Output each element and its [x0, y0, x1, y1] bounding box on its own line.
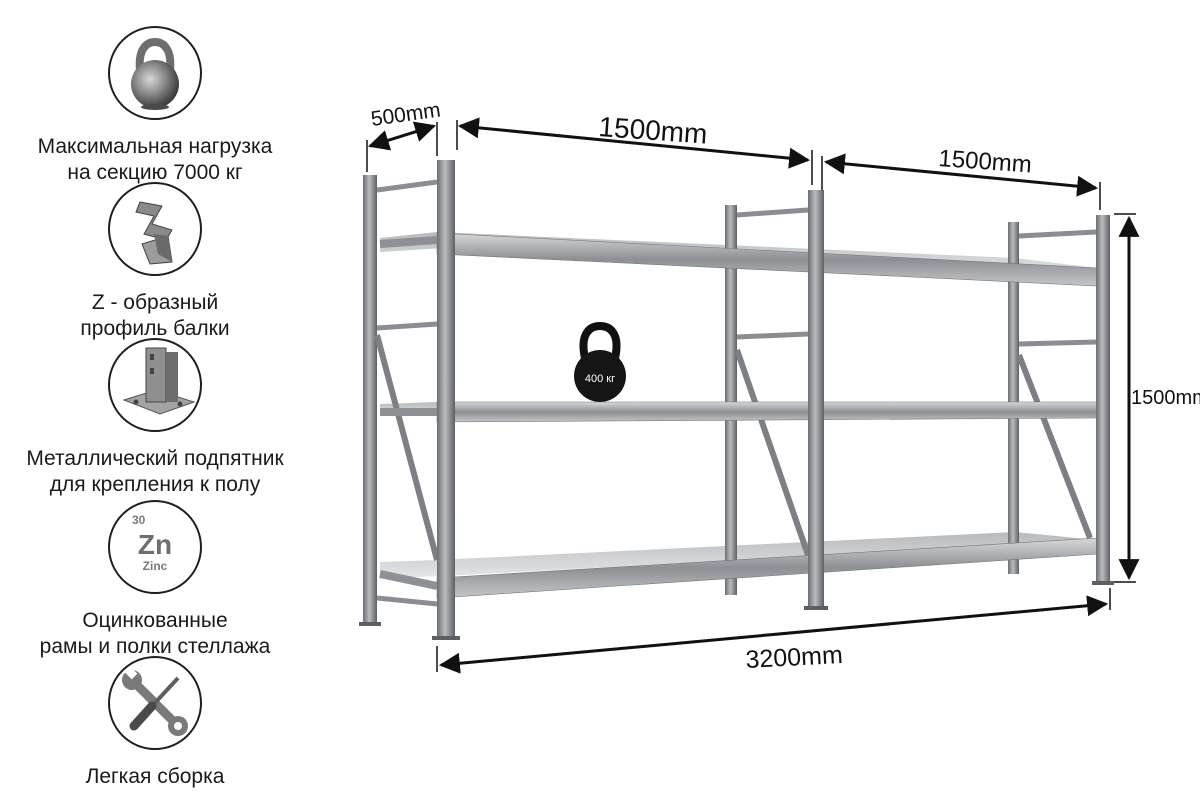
- wrench-screwdriver-icon: [108, 656, 202, 750]
- zinc-atomic-number: 30: [132, 513, 146, 527]
- shelving-rack-diagram: 400 кг 500mm 1500mm 1500mm 1500mm 3200mm: [359, 98, 1200, 674]
- feature-caption: Z - образный профиль балки: [80, 291, 230, 340]
- foot-plate: [1092, 581, 1114, 585]
- kettlebell-icon: [108, 26, 202, 120]
- feature-foot-plate: Металлический подпятник для крепления к …: [0, 338, 310, 498]
- feature-caption: Металлический подпятник для крепления к …: [26, 447, 284, 496]
- total-width-label: 3200mm: [745, 641, 844, 674]
- load-kettlebell: 400 кг: [574, 321, 626, 402]
- feature-galvanized: 30 Zn Zinc Оцинкованные рамы и полки сте…: [0, 500, 310, 660]
- beams: [379, 232, 1099, 599]
- shelf-deck-bottom: [380, 532, 1098, 578]
- load-weight-label: 400 кг: [585, 373, 615, 385]
- feature-caption: Легкая сборка: [85, 765, 225, 788]
- feature-z-profile: Z - образный профиль балки: [0, 182, 310, 342]
- zinc-element-icon: 30 Zn Zinc: [108, 500, 202, 594]
- section2-width-label: 1500mm: [938, 145, 1033, 178]
- rear-post: [725, 205, 737, 595]
- back-frames: [363, 175, 1097, 625]
- feature-caption: Оцинкованные рамы и полки стеллажа: [39, 609, 271, 658]
- zinc-symbol: Zn: [138, 529, 172, 560]
- foot-plate: [804, 606, 828, 610]
- section1-width-label: 1500mm: [598, 111, 709, 150]
- height-dimension-label: 1500mm: [1131, 387, 1200, 409]
- feature-caption: Максимальная нагрузка на секцию 7000 кг: [37, 135, 273, 184]
- floor-foot-plate-icon: [108, 338, 202, 432]
- dimension-lines: [366, 117, 1140, 674]
- front-post: [808, 190, 824, 608]
- feature-easy-assembly: Легкая сборка: [0, 656, 310, 790]
- feature-max-load: Максимальная нагрузка на секцию 7000 кг: [0, 26, 310, 186]
- foot-plate: [359, 622, 381, 626]
- front-post: [1096, 215, 1110, 583]
- beam-middle: [436, 401, 1099, 423]
- front-posts: [359, 160, 1114, 640]
- rear-post: [363, 175, 377, 625]
- zinc-name: Zinc: [143, 559, 168, 573]
- front-post: [437, 160, 455, 638]
- z-profile-beam-icon: [108, 182, 202, 276]
- foot-plate: [432, 636, 460, 640]
- rear-post: [1008, 222, 1019, 574]
